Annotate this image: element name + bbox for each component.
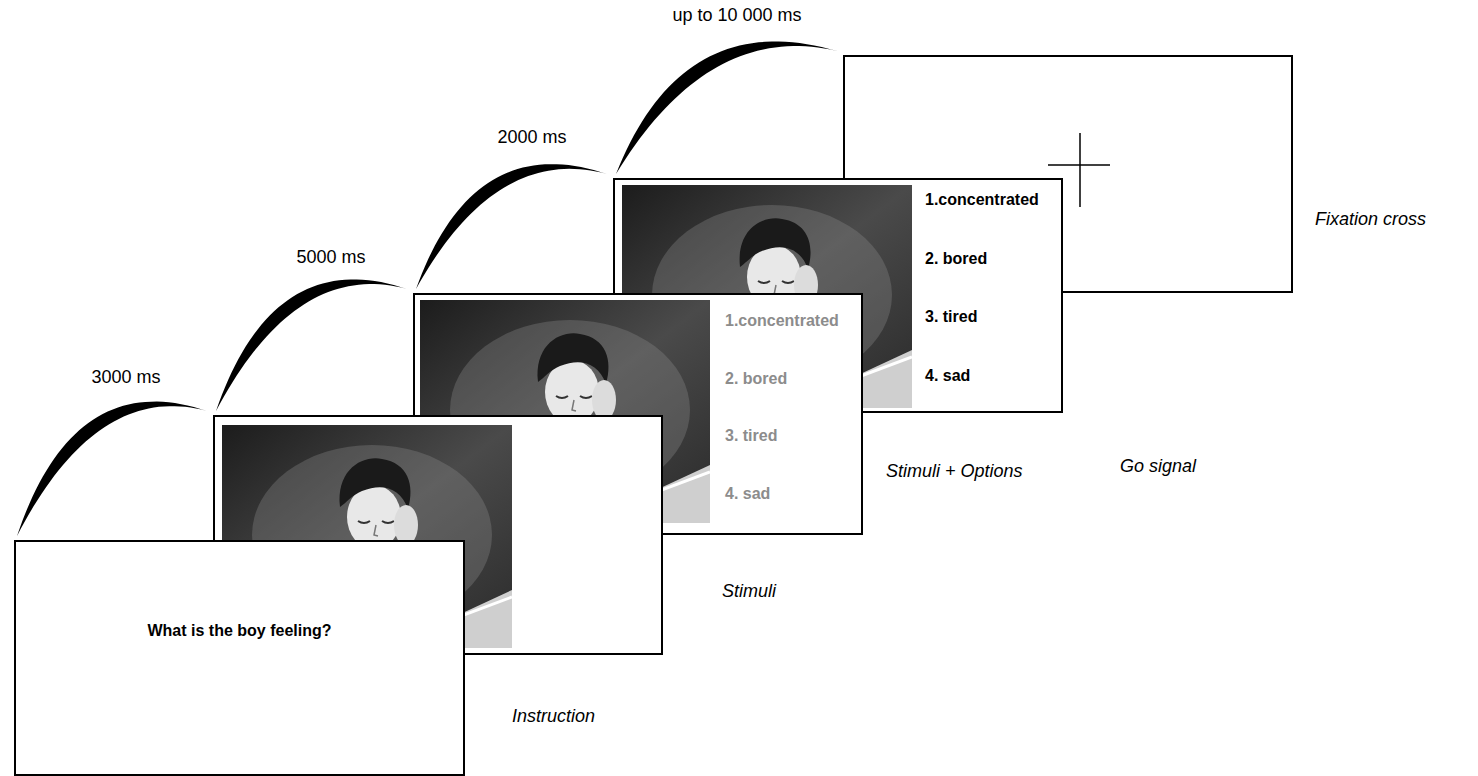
screen-frame: What is the boy feeling?Instruction [14,540,465,776]
answer-option: 3. tired [925,308,977,325]
text-holder: Stimuli + Options [886,461,1023,482]
answer-option: 4. sad [725,485,770,502]
text-holder: What is the boy feeling? [16,622,463,640]
text-holder: 3. tired [725,427,777,445]
timing-arc [416,164,607,289]
timing-arc [616,42,837,174]
answer-option: 4. sad [925,367,970,384]
instruction-text: What is the boy feeling? [147,622,331,639]
text-holder: Go signal [1120,456,1196,477]
text-holder: 2. bored [725,370,787,388]
duration-label: 3000 ms [89,367,162,387]
duration-label-holder: 2000 ms [495,127,568,148]
text-holder: 1.concentrated [725,312,839,330]
answer-option: 1.concentrated [925,191,1039,208]
screen-caption: Stimuli + Options [886,461,1023,481]
duration-label-holder: up to 10 000 ms [670,5,803,26]
screen-caption: Go signal [1120,456,1196,476]
duration-label: 2000 ms [495,127,568,147]
timing-arc [17,402,207,536]
duration-label: up to 10 000 ms [670,5,803,25]
answer-option: 2. bored [925,250,987,267]
duration-label-holder: 3000 ms [89,367,162,388]
duration-label-holder: 5000 ms [294,247,367,268]
text-holder: 3. tired [925,308,977,326]
text-holder: 2. bored [925,250,987,268]
text-holder: 4. sad [725,485,770,503]
text-holder: Instruction [512,706,595,727]
text-holder: 4. sad [925,367,970,385]
screen-caption: Instruction [512,706,595,726]
text-holder: Stimuli [722,581,776,602]
answer-option: 3. tired [725,427,777,444]
text-holder: Fixation cross [1315,209,1426,230]
duration-label: 5000 ms [294,247,367,267]
screen-caption: Fixation cross [1315,209,1426,229]
answer-option: 2. bored [725,370,787,387]
answer-option: 1.concentrated [725,312,839,329]
timing-arc [216,279,407,411]
screen-caption: Stimuli [722,581,776,601]
text-holder: 1.concentrated [925,191,1039,209]
